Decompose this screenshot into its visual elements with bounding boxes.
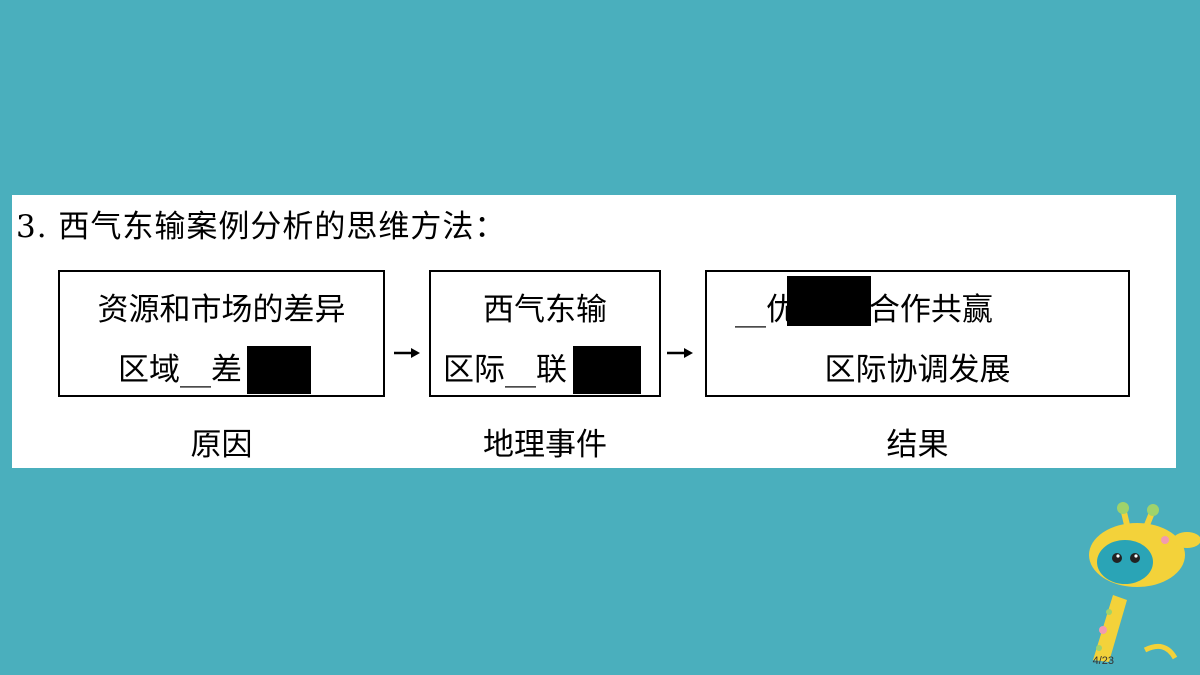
redaction-block bbox=[247, 346, 311, 394]
page-number: 4/23 bbox=[1092, 655, 1114, 667]
event-line2-prefix: 区际 bbox=[443, 352, 505, 388]
cause-box: 资源和市场的差异 区域__差 bbox=[58, 270, 385, 397]
cause-line1: 资源和市场的差异 bbox=[97, 292, 346, 328]
caption-event: 地理事件 bbox=[483, 427, 607, 463]
event-line2: 区际__联 bbox=[443, 344, 659, 389]
event-answer-blank: __联 bbox=[505, 352, 567, 388]
result-line2: 区际协调发展 bbox=[824, 352, 1011, 388]
cause-line2: 区域__差 bbox=[118, 344, 383, 389]
caption-result: 结果 bbox=[886, 427, 949, 463]
redaction-block bbox=[573, 346, 641, 394]
cause-answer-blank: __差 bbox=[180, 352, 242, 388]
arrow-icon bbox=[666, 345, 694, 359]
giraffe-decoration-icon bbox=[1075, 500, 1200, 674]
caption-cause: 原因 bbox=[190, 427, 253, 463]
cause-line2-prefix: 区域 bbox=[118, 352, 180, 388]
event-line1: 西气东输 bbox=[483, 292, 607, 328]
arrow-icon bbox=[393, 345, 421, 359]
redaction-block bbox=[787, 276, 871, 326]
page-title: 3. 西气东输案例分析的思维方法： bbox=[16, 209, 507, 245]
result-answer-blank: __优 bbox=[735, 292, 797, 328]
content-panel: 3. 西气东输案例分析的思维方法： 资源和市场的差异 区域__差 西气东输 区际… bbox=[12, 195, 1176, 468]
event-box: 西气东输 区际__联 bbox=[429, 270, 661, 397]
result-box: __优互补,合作共赢 区际协调发展 bbox=[705, 270, 1130, 397]
